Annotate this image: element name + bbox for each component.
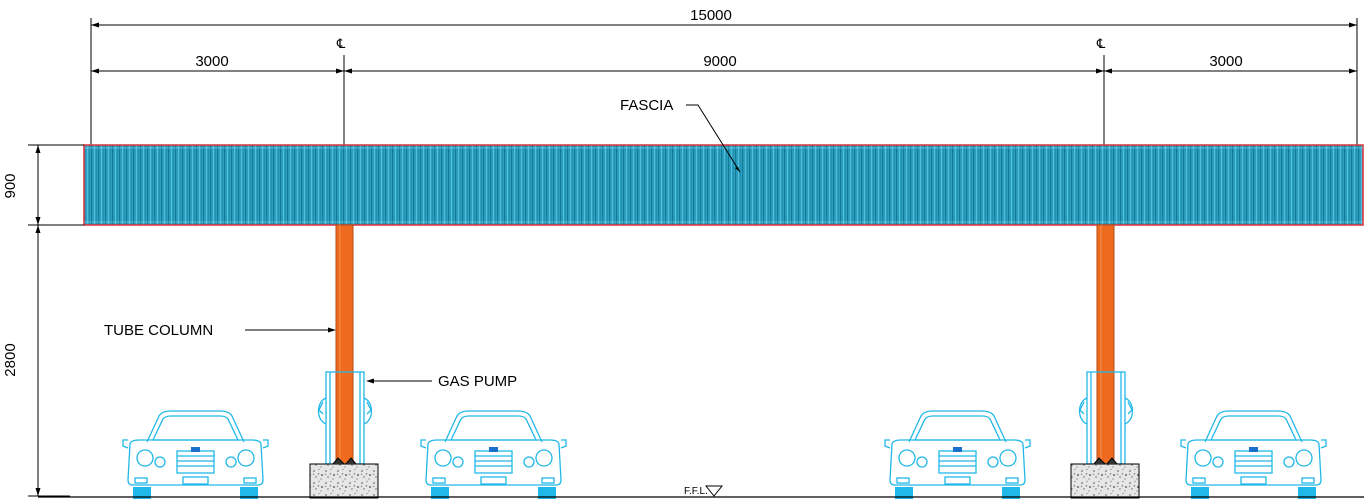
- finished-floor-line: F.F.L.: [38, 485, 1364, 498]
- car-front-view-2: [420, 410, 567, 500]
- floor-level-label: F.F.L.: [684, 486, 708, 497]
- overall-width-label: 15000: [690, 7, 732, 24]
- column-left: [335, 224, 354, 466]
- tube-column-label: TUBE COLUMN: [104, 322, 213, 339]
- fascia-callout: FASCIA: [620, 97, 741, 173]
- footing-right: [1070, 457, 1140, 499]
- tube-column-callout: TUBE COLUMN: [104, 322, 336, 339]
- vertical-dimensions: 900 2800: [2, 144, 84, 497]
- level-triangle-icon: [704, 485, 724, 497]
- right-overhang-label: 3000: [1209, 53, 1242, 70]
- car-front-view-3: [884, 410, 1031, 500]
- centerline-left-symbol: ℄: [336, 37, 346, 52]
- fascia-height-label: 900: [2, 173, 19, 198]
- column-height-label: 2800: [2, 343, 19, 376]
- column-right: [1096, 224, 1115, 466]
- fascia-label: FASCIA: [620, 97, 673, 114]
- centerline-right-symbol: ℄: [1096, 37, 1106, 52]
- segment-dimensions: 3000 9000 3000: [91, 53, 1357, 145]
- car-front-view-1: [122, 410, 269, 499]
- overall-dimension: 15000: [90, 7, 1358, 145]
- gas-pump-callout: GAS PUMP: [366, 373, 517, 390]
- footing-left: [309, 457, 379, 499]
- center-span-label: 9000: [703, 53, 736, 70]
- left-overhang-label: 3000: [195, 53, 228, 70]
- car-front-view-4: [1180, 410, 1327, 500]
- fascia-panel: [83, 144, 1364, 226]
- gas-pump-label: GAS PUMP: [438, 373, 517, 390]
